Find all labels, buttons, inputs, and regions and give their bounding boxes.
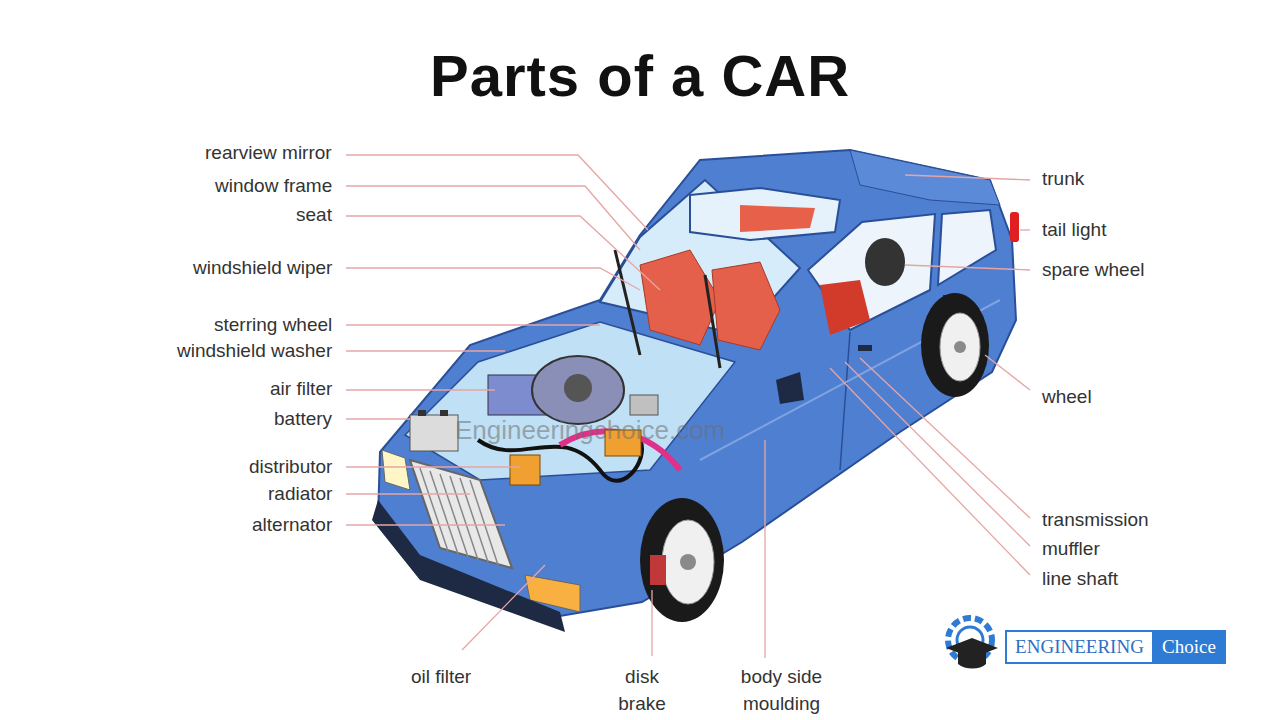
logo-icon — [946, 618, 998, 669]
part-label: transmission — [1042, 506, 1149, 533]
part-label: windshield wiper — [193, 254, 332, 281]
part-label: radiator — [268, 480, 332, 507]
logo-box: ENGINEERING — [1005, 630, 1154, 664]
part-label: oil filter — [410, 663, 472, 690]
diagram-title: Parts of a CAR — [430, 42, 850, 109]
part-label: tail light — [1042, 216, 1106, 243]
part-label: air filter — [270, 375, 332, 402]
part-label: seat — [296, 201, 332, 228]
logo-text: ENGINEERING — [1015, 636, 1144, 658]
part-label: disk brake — [611, 663, 673, 717]
part-label: wheel — [1042, 383, 1092, 410]
logo-text: Choice — [1162, 636, 1216, 658]
part-label: trunk — [1042, 165, 1084, 192]
part-label: body side moulding — [724, 663, 839, 717]
logo-box: Choice — [1152, 630, 1226, 664]
part-label: distributor — [249, 453, 332, 480]
part-label: line shaft — [1042, 565, 1118, 592]
part-label: spare wheel — [1042, 256, 1144, 283]
watermark: Engineeringchoice.com — [455, 415, 725, 446]
part-label: battery — [274, 405, 332, 432]
leader-lines — [346, 155, 1030, 658]
part-label: rearview mirror — [205, 139, 332, 166]
part-label: alternator — [252, 511, 332, 538]
part-label: window frame — [215, 172, 332, 199]
part-label: sterring wheel — [214, 311, 332, 338]
part-label: muffler — [1042, 535, 1100, 562]
part-label: windshield washer — [177, 337, 332, 364]
